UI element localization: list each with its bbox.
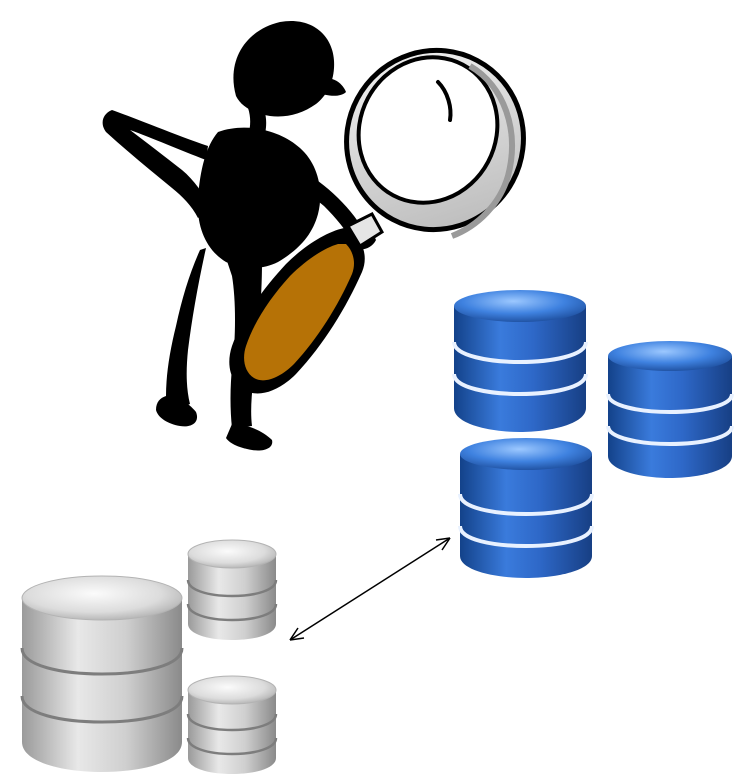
database-icon (458, 438, 594, 578)
blue-database-cluster (452, 290, 734, 578)
database-icon (606, 341, 734, 478)
database-icon (186, 539, 278, 640)
database-icon (20, 575, 184, 772)
gray-database-cluster (20, 539, 278, 774)
bidirectional-arrow-icon (289, 537, 451, 641)
database-icon (452, 290, 588, 432)
database-icon (186, 675, 278, 774)
magnifier-icon (229, 47, 526, 394)
